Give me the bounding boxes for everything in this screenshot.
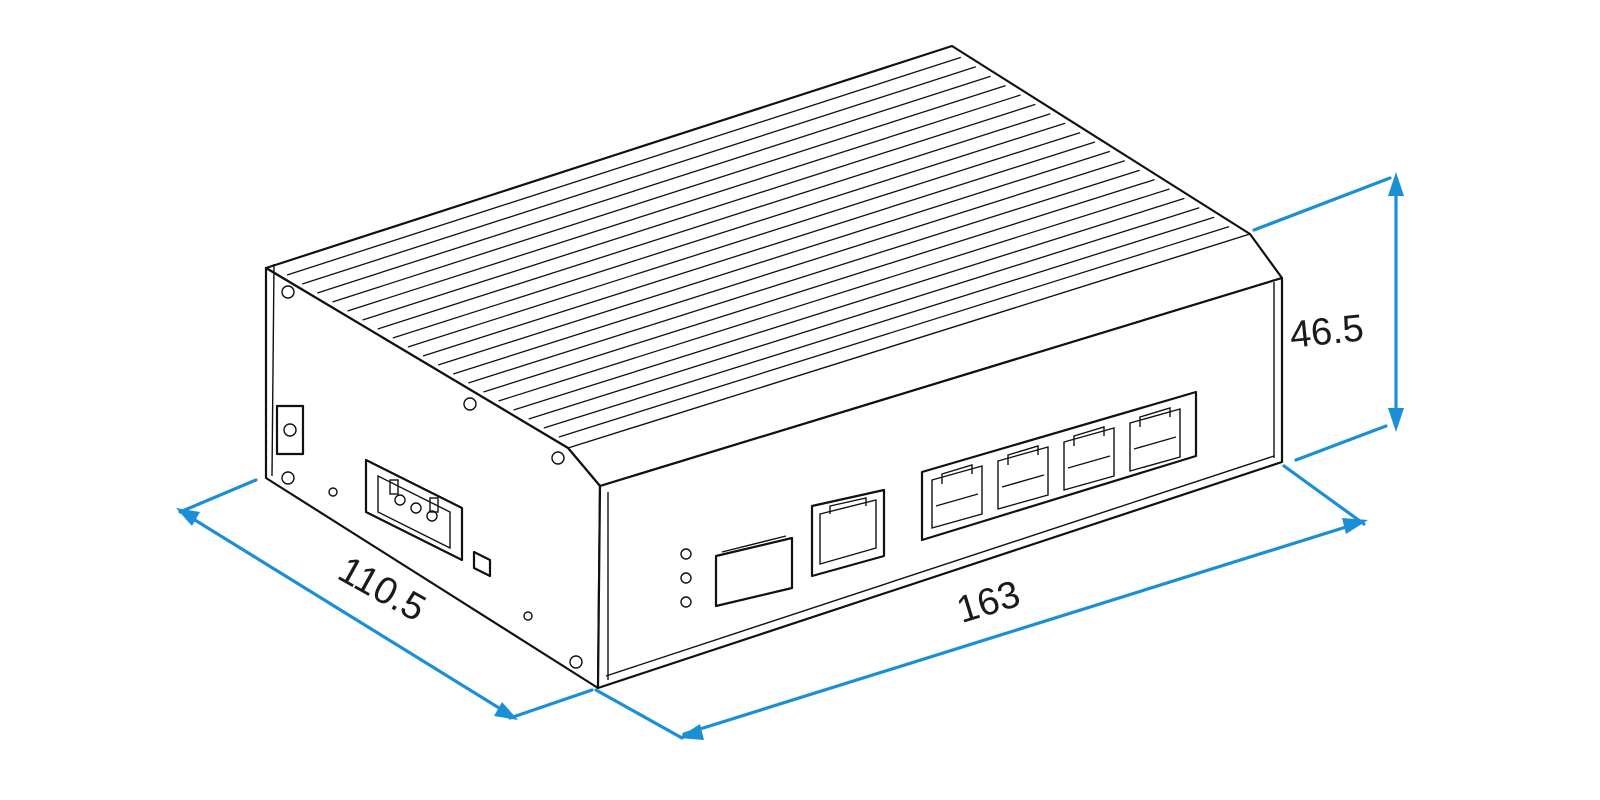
hole-icon xyxy=(523,611,533,621)
depth-dimension-line xyxy=(180,510,514,718)
heatsink-fin xyxy=(543,216,1215,429)
heatsink-fin xyxy=(377,113,1051,330)
chamfer-edge xyxy=(567,233,1251,449)
heatsink-fin xyxy=(558,225,1230,438)
heatsink-fin xyxy=(317,75,991,294)
left-top-edge xyxy=(271,263,275,477)
sfp-port xyxy=(714,536,794,608)
rj45-port-uplink xyxy=(810,488,886,578)
screw-icon xyxy=(281,471,295,485)
rj45-port xyxy=(1129,407,1181,472)
arrowhead-icon xyxy=(1388,408,1404,432)
length-label: 163 xyxy=(952,573,1025,632)
dimension-lines xyxy=(176,172,1404,740)
heatsink-fin xyxy=(302,66,976,285)
heatsink-fin xyxy=(392,122,1066,339)
heatsink-fin xyxy=(286,56,962,276)
heatsink-fin xyxy=(362,103,1036,321)
heatsink-fin xyxy=(332,84,1006,303)
front-panel-bottom-edge xyxy=(605,455,1275,677)
rj45-port xyxy=(1063,426,1115,491)
screw-icon xyxy=(569,655,583,669)
rj45-ports xyxy=(931,407,1181,529)
heatsink-fin xyxy=(422,141,1096,357)
height-extension-line xyxy=(1294,424,1388,462)
height-extension-line xyxy=(1252,176,1392,232)
screw-icon xyxy=(551,451,565,465)
power-switch-icon xyxy=(275,404,305,456)
length-dimension-line xyxy=(682,520,1364,736)
status-led-icon xyxy=(680,548,692,560)
status-led-icon xyxy=(680,572,692,584)
heatsink-fin xyxy=(528,207,1200,420)
arrowhead-icon xyxy=(678,724,704,740)
rj45-port xyxy=(931,464,983,529)
arrowhead-icon xyxy=(1388,172,1404,196)
heatsink-fin xyxy=(498,188,1170,402)
arrowhead-icon xyxy=(494,702,518,720)
rj45-port xyxy=(997,445,1049,510)
screw-icon xyxy=(281,285,295,299)
length-extension-line xyxy=(1282,464,1366,526)
depth-extension-line xyxy=(178,478,258,514)
heatsink-fin xyxy=(468,169,1140,384)
heatsink-fin xyxy=(347,94,1021,312)
screw-icon xyxy=(463,397,477,411)
heatsink-fins xyxy=(286,56,1230,438)
depth-extension-line xyxy=(508,688,594,720)
height-label: 46.5 xyxy=(1288,307,1366,357)
front-panel-details xyxy=(680,390,1198,608)
rj45-port-group xyxy=(920,390,1198,542)
heatsink-fin xyxy=(437,150,1111,366)
length-extension-line xyxy=(594,688,684,740)
heatsink-fin xyxy=(513,197,1185,411)
heatsink-fin xyxy=(483,178,1155,393)
heatsink-fin xyxy=(453,160,1125,375)
hole-icon xyxy=(328,487,338,497)
status-led-icon xyxy=(680,596,692,608)
heatsink-fin xyxy=(407,131,1081,348)
left-side-details xyxy=(275,285,583,669)
arrowhead-icon xyxy=(1342,518,1368,534)
arrowhead-icon xyxy=(176,508,200,526)
ground-terminal-icon xyxy=(472,550,492,578)
